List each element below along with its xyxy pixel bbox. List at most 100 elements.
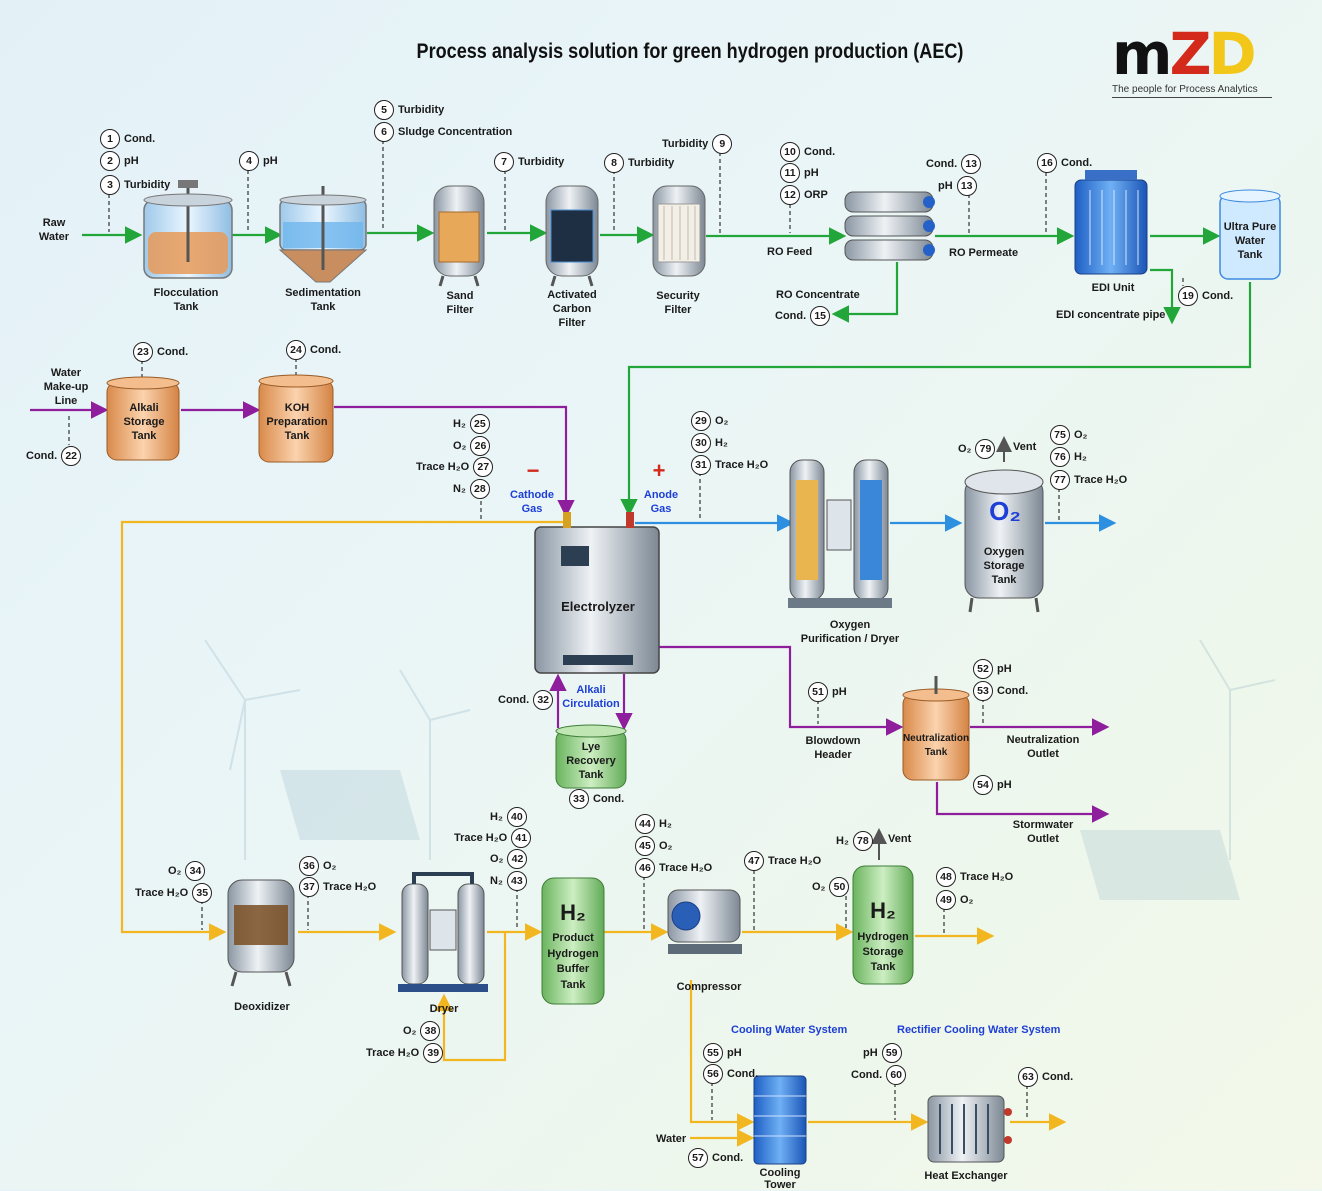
heat-exchanger-graphic [927, 1095, 1012, 1163]
measurement-parameter: H₂ [490, 811, 503, 823]
measurement-parameter: pH [727, 1047, 742, 1059]
measurement-number: 55 [703, 1043, 723, 1063]
measurement-number: 76 [1050, 447, 1070, 467]
lye-recovery-tank-graphic [555, 724, 627, 789]
measurement-parameter: Turbidity [398, 104, 445, 116]
measurement-parameter: O₂ [1074, 429, 1088, 441]
measurement-parameter: pH [938, 180, 953, 192]
measurement-parameter: Cond. [498, 694, 530, 706]
measurement-parameter: O₂ [323, 860, 337, 872]
ro-membrane-graphic [844, 191, 935, 261]
oxygen-purification-graphic [788, 459, 892, 608]
hydrogen-storage-tank-graphic [852, 865, 914, 985]
measurement-number: 7 [494, 152, 514, 172]
measurement-parameter: Trace H₂O [715, 459, 769, 471]
measurement-parameter: pH [863, 1047, 878, 1059]
measurement-parameter: Cond. [593, 793, 625, 805]
hydrogen-storage-label: Hydrogen Storage Tank [857, 931, 909, 973]
measurement-number: 52 [973, 659, 993, 679]
measurement-parameter: O₂ [960, 894, 974, 906]
measurement-number: 43 [506, 871, 527, 891]
measurement-number: 26 [470, 436, 491, 456]
measurement-number: 13 [956, 176, 977, 196]
measurement-number: 8 [604, 153, 624, 173]
dryer-graphic [398, 872, 488, 992]
koh-prep-label: KOH Preparation Tank [266, 402, 328, 442]
measurement-number: 9 [712, 134, 733, 154]
deoxidizer-graphic [227, 879, 295, 987]
cooling-water-system-label: Cooling Water System [731, 1024, 848, 1036]
measurement-number: 34 [185, 861, 206, 881]
neutralization-outlet-label: Neutralization Outlet [1006, 734, 1080, 760]
activated-carbon-filter-graphic [545, 185, 599, 287]
sedimentation-label: Sedimentation Tank [285, 287, 361, 313]
measurement-parameter: ORP [804, 189, 828, 201]
measurement-number: 23 [133, 342, 153, 362]
measurement-number: 32 [533, 690, 554, 710]
measurement-parameter: Cond. [926, 158, 958, 170]
measurement-point: 5 Turbidity [374, 100, 444, 120]
diagram-title: Process analysis solution for green hydr… [416, 40, 964, 63]
dryer-label: Dryer [429, 1003, 459, 1015]
measurement-parameter: O₂ [812, 881, 826, 893]
measurement-parameter: H₂ [659, 818, 672, 830]
hydrogen-pipes [120, 520, 1067, 1147]
measurement-parameter: O₂ [715, 415, 729, 427]
measurement-number: 3 [100, 175, 120, 195]
measurement-parameter: N₂ [490, 875, 503, 887]
o2-symbol-icon: O₂ [989, 496, 1021, 526]
alkali-storage-tank-graphic [106, 376, 180, 461]
measurement-number: 1 [100, 129, 120, 149]
measurement-number: 33 [569, 789, 589, 809]
ro-concentrate-label: RO Concentrate [776, 289, 860, 301]
measurement-number: 27 [473, 457, 494, 477]
measurement-number: 5 [374, 100, 394, 120]
water-in-label: Water [656, 1133, 687, 1145]
sedimentation-tank-graphic [278, 186, 368, 283]
measurement-number: 56 [703, 1064, 723, 1084]
measurement-number: 47 [744, 851, 764, 871]
measurement-parameter: N₂ [453, 483, 466, 495]
neutralization-label: Neutralization Tank [902, 733, 970, 758]
measurement-number: 78 [852, 831, 873, 851]
ro-permeate-label: RO Permeate [949, 247, 1019, 259]
measurement-parameter: Cond. [157, 346, 189, 358]
measurement-parameter: H₂ [453, 418, 466, 430]
measurement-number: 50 [829, 877, 850, 897]
product-hydrogen-label: Product Hydrogen Buffer Tank [547, 932, 599, 991]
measurement-number: 16 [1037, 153, 1057, 173]
measurement-number: 59 [881, 1043, 902, 1063]
measurement-number: 57 [688, 1148, 708, 1168]
measurement-parameter: O₂ [490, 853, 504, 865]
measurement-parameter: O₂ [958, 443, 972, 455]
measurement-parameter: pH [804, 167, 819, 179]
measurement-number: 6 [374, 122, 394, 142]
cooling-tower-label: Cooling Tower [759, 1167, 801, 1191]
measurement-point: 33 Cond. [569, 789, 624, 809]
measurement-parameter: Trace H₂O [135, 887, 189, 899]
